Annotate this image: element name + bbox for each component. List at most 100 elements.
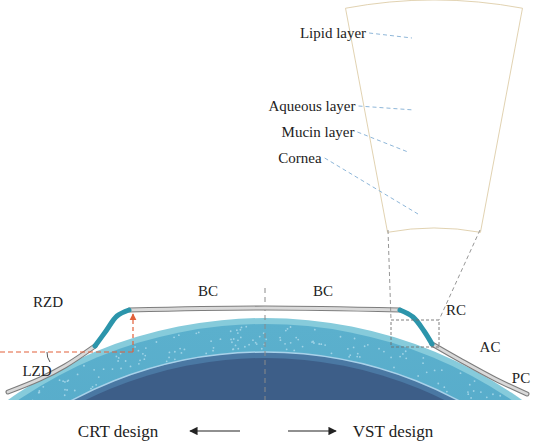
stroma-dot [125,360,127,362]
mucin-strand [444,168,445,198]
zoom-line [439,230,480,320]
stroma-dot [295,337,297,339]
lipid-speck [430,75,432,77]
lipid-speck [461,9,462,11]
eye [0,318,536,400]
mucin-strand [412,181,413,199]
stroma-dot [320,343,322,345]
mucin-strand [415,142,418,198]
stroma-dot [480,391,482,393]
mucin-tip [426,166,428,170]
stroma-dot [98,376,100,378]
mucin-strand [431,179,432,198]
mucin-strand [459,177,461,199]
mucin-strand [425,178,427,199]
mucin-tip [420,142,422,146]
lipid-speck [387,20,388,22]
stroma-dot [248,344,250,346]
mucin-strand [458,173,460,199]
stroma-dot [198,331,200,333]
mucin-strand [418,147,420,199]
zone-label: BC [198,284,218,299]
lipid-speck [372,20,373,22]
lipid-speck [383,23,385,25]
mucin-strand [440,167,442,198]
layer-label: Aqueous layer [268,99,355,114]
mucin-strand [454,161,457,199]
lipid-speck [484,25,486,27]
stroma-dot [357,353,359,355]
lipid-speck [467,52,469,54]
mucin-strand [451,156,454,199]
lipid-speck [461,69,463,70]
zone-label: LZD [22,364,51,379]
mucin-tip [441,165,443,169]
mucin-tip [430,177,432,181]
mucin-strand [446,145,448,199]
mucin-strand [432,175,433,198]
stroma-dot [279,337,281,339]
lipid-speck [365,87,366,89]
stroma-dot [93,369,95,371]
zone-label: AC [480,340,501,355]
mucin-strand [427,168,429,198]
lipid-speck [426,26,427,28]
stroma-dot [95,384,97,386]
stroma-dot [245,326,247,328]
stroma-dot [130,365,132,367]
mucin-tip [418,178,420,182]
mucin-strand [456,150,460,199]
lipid-speck [432,55,434,56]
stroma-dot [62,380,64,382]
anterior-chamber [0,358,536,400]
stroma-dot [293,350,295,352]
mucin-strand [425,155,426,198]
stroma-dot [237,339,239,341]
mucin-tip [434,158,436,162]
lipid-speck [477,8,479,9]
stroma-dot [340,336,342,338]
lipid-speck [409,27,411,28]
stroma-dot [90,388,92,390]
mucin-tip [417,172,419,176]
lipid-speck [481,40,483,41]
mucin-tip [408,159,410,163]
lipid-speck [407,43,408,45]
mucin-tip [423,154,425,158]
stroma-dot [77,373,79,375]
layer-label: Cornea [278,151,321,166]
mucin-strand [418,174,419,199]
mucin-tip [413,175,415,179]
lipid-speck [397,63,398,65]
stroma-dot [469,384,471,386]
stroma-dot [235,345,237,347]
lipid-speck [490,56,491,58]
mucin-strand [458,152,462,199]
mucin-tip [409,179,411,183]
lipid-speck [494,34,496,36]
stroma-dot [434,370,436,372]
stroma-dot [145,347,147,349]
mucin-tip [441,174,443,178]
stroma-dot [467,393,469,395]
mucin-tip [457,162,459,166]
stroma-dot [64,389,66,391]
lens-body [432,344,527,394]
lipid-speck [452,73,454,75]
design-label: VST design [353,423,433,440]
stroma-dot [422,357,424,359]
mucin-tip [431,168,433,172]
lipid-speck [465,7,467,9]
lipid-speck [419,43,420,44]
stroma-dot [120,367,122,369]
lipid-speck [423,26,425,28]
mucin-tip [436,157,438,161]
stroma-dot [66,389,68,391]
stroma-dot [138,350,140,352]
lipid-speck [384,75,386,76]
mucin-strand [439,174,440,198]
lipid-speck [452,62,454,63]
mucin-tip [417,145,419,149]
mucin-tip [454,160,456,164]
lipid-speck [374,48,375,49]
